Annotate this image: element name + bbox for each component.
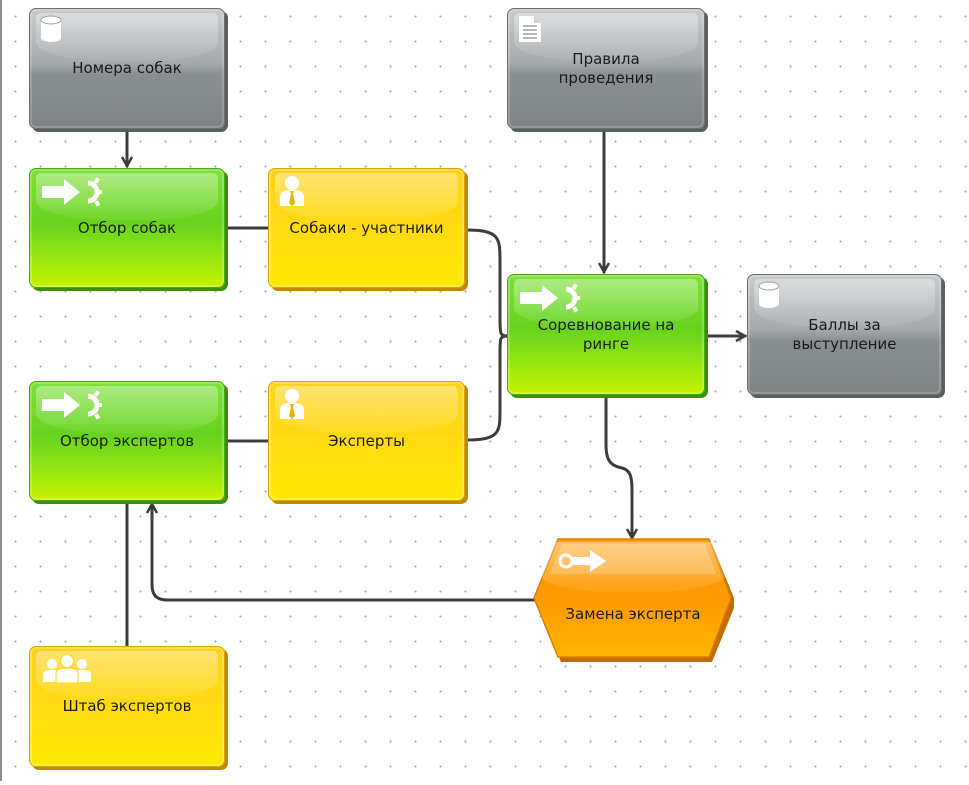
canvas-bottom-edge	[0, 781, 969, 785]
expert-replacement-label: Замена эксперта	[565, 604, 701, 623]
database-icon	[40, 15, 62, 42]
dog-numbers-label: Номера собак	[72, 59, 182, 77]
participant-dogs-label: Собаки - участники	[289, 218, 444, 237]
experts-org-node[interactable]: Эксперты	[268, 381, 465, 501]
performance-scores-label: Баллы за выступление	[792, 315, 897, 353]
dog-numbers-data-node[interactable]: Номера собак	[29, 8, 225, 129]
participant-dogs-org-node[interactable]: Собаки - участники	[268, 168, 465, 288]
expert-replacement-event-node[interactable]: Замена эксперта	[532, 538, 734, 662]
connector-experts-to-competition[interactable]	[464, 334, 510, 442]
database-icon	[758, 281, 780, 308]
connector-participants-to-competition[interactable]	[464, 228, 510, 338]
function-icon	[520, 283, 580, 313]
rules-document-node[interactable]: Правила проведения	[507, 8, 705, 129]
group-icon	[43, 654, 91, 683]
expert-selection-function-node[interactable]: Отбор экспертов	[29, 381, 225, 501]
expert-staff-label: Штаб экспертов	[62, 697, 192, 715]
expert-staff-org-node[interactable]: Штаб экспертов	[29, 646, 225, 767]
ring-competition-label: Соревнование на ринге	[537, 315, 675, 353]
ring-competition-function-node[interactable]: Соревнование на ринге	[507, 274, 705, 395]
function-icon	[42, 390, 102, 420]
connector-competition-to-replacement[interactable]	[604, 395, 632, 538]
connector-replacement-to-expert-selection[interactable]	[152, 504, 536, 602]
rules-label: Правила проведения	[558, 49, 654, 87]
event-arrow-icon	[558, 550, 606, 572]
person-icon	[280, 389, 304, 419]
document-icon	[519, 16, 541, 42]
person-icon	[280, 176, 304, 206]
function-icon	[42, 177, 102, 207]
canvas-left-border	[0, 0, 2, 785]
experts-label: Эксперты	[328, 431, 405, 450]
expert-selection-label: Отбор экспертов	[59, 431, 195, 450]
performance-scores-data-node[interactable]: Баллы за выступление	[747, 274, 942, 395]
dog-selection-label: Отбор собак	[77, 218, 177, 237]
dog-selection-function-node[interactable]: Отбор собак	[29, 168, 225, 288]
